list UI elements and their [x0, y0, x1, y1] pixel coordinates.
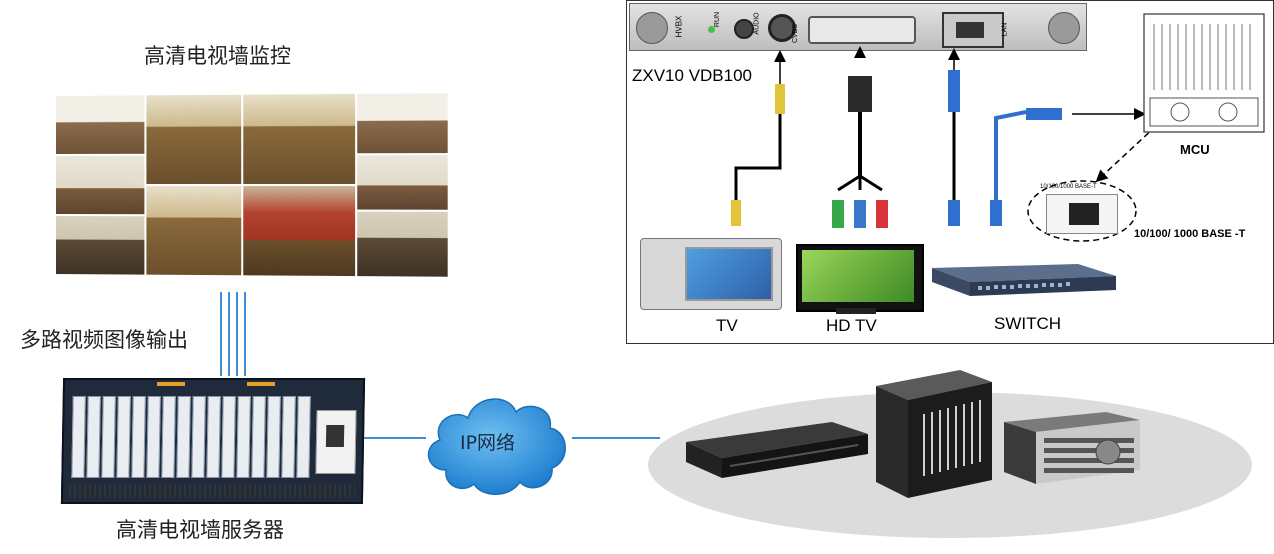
mcu-drawing — [1140, 10, 1268, 136]
ethernet-spec-label: 10/100/ 1000 BASE -T — [1134, 228, 1245, 240]
mcu-chassis-small — [996, 408, 1146, 488]
sfp-spec-label: 10/100/1000 BASE-T — [1040, 184, 1097, 190]
hdtv-label: HD TV — [826, 316, 877, 336]
tv-screen — [685, 247, 773, 301]
mcu-label: MCU — [1180, 142, 1210, 157]
mcu-chassis-large — [868, 366, 998, 502]
sfp-module — [1046, 194, 1118, 234]
hdtv-set — [796, 244, 924, 312]
ip-network-label: IP网络 — [460, 428, 515, 455]
hdtv-screen — [802, 250, 914, 302]
sfp-port-icon — [1069, 203, 1099, 225]
switch-label: SWITCH — [994, 314, 1061, 334]
tv-set — [640, 238, 782, 310]
network-switch — [928, 262, 1120, 302]
rack-device-1 — [682, 418, 872, 482]
hdtv-stand — [836, 308, 876, 314]
tv-label: TV — [716, 316, 738, 336]
